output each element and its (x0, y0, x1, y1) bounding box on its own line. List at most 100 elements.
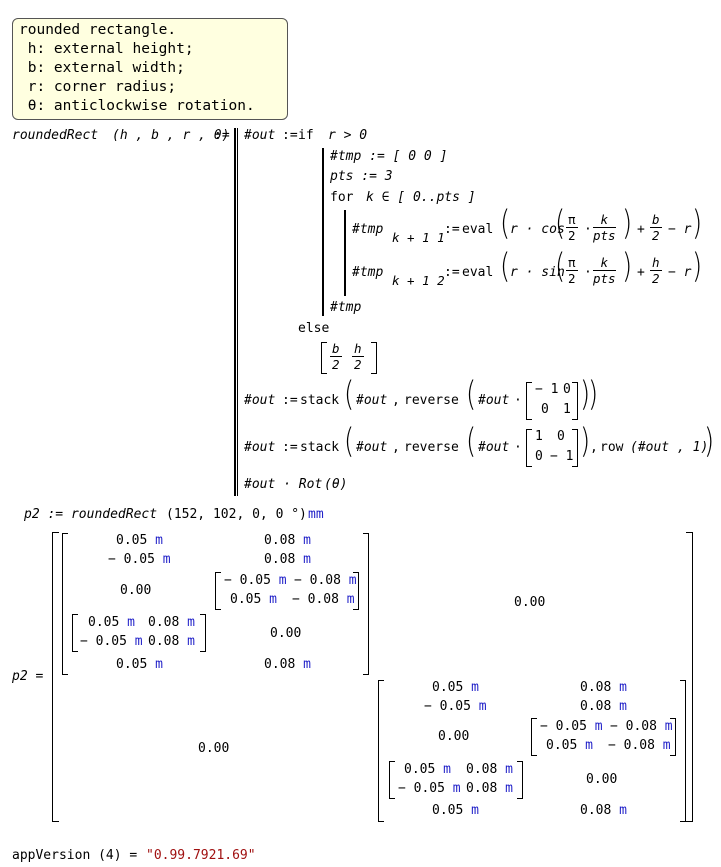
matrix-cell: − 0.05 m (540, 719, 603, 734)
out-var: #out (244, 440, 276, 455)
program-bar (234, 128, 236, 496)
matrix-cell: 0.08 m (580, 699, 627, 714)
matrix-cell: 0.08 m (148, 634, 195, 649)
matrix-cell: 0.08 m (148, 615, 195, 630)
result-lhs: p2 = (12, 669, 44, 684)
assign-op: := (444, 222, 460, 237)
matrix-cell: 0.05 m (404, 762, 451, 777)
bracket-left (526, 429, 532, 467)
matrix-cell: − 1 (535, 382, 559, 397)
call-args: (152, 102, 0, 0 °) (166, 507, 307, 522)
paren-open: ( (555, 204, 566, 244)
assign-op: := (282, 393, 298, 408)
return-tmp: #tmp (330, 300, 362, 315)
tmp-var: #tmp (352, 265, 384, 280)
bracket-right (371, 342, 377, 374)
comment-line: h: external height; (19, 41, 194, 57)
assign-op: := (282, 128, 298, 143)
rot-arg: (θ) (324, 477, 348, 492)
matrix-cell: 0.00 (438, 729, 470, 744)
matrix-cell: − 0.08 m (292, 592, 355, 607)
comma: , (392, 440, 400, 455)
matrix-cell: − 0.05 m (224, 573, 287, 588)
bracket-right (517, 761, 523, 799)
plus-op: + (637, 265, 645, 280)
stack-fn: stack (300, 393, 340, 408)
minus-r: − r (668, 222, 692, 237)
paren-close: ) (704, 422, 715, 462)
out-var: #out (356, 440, 388, 455)
matrix-cell: 0.05 m (116, 533, 163, 548)
function-name: roundedRect (12, 128, 99, 143)
block-bracket-left (378, 680, 384, 822)
matrix-cell: − 0.05 m (424, 699, 487, 714)
matrix-cell: 0 (535, 449, 543, 464)
matrix-cell: 0.00 (586, 772, 618, 787)
matrix-cell: 0.00 (514, 595, 546, 610)
paren-open: ( (344, 422, 355, 462)
matrix-cell: 0 (563, 382, 571, 397)
bracket-right (200, 614, 206, 652)
comma: , (590, 440, 598, 455)
unit-mm: mm (308, 507, 324, 522)
define-operator: := (214, 128, 230, 143)
else-keyword: else (298, 321, 330, 336)
comment-region[interactable]: rounded rectangle. h: external height; b… (12, 18, 288, 120)
matrix-cell: 0.08 m (264, 552, 311, 567)
paren-close: ) (692, 204, 703, 244)
block-bracket-left (62, 533, 68, 675)
if-keyword: if (298, 128, 314, 143)
matrix-cell: − 0.05 m (108, 552, 171, 567)
paren-close: ) (588, 375, 599, 415)
tmp-subscript: k + 1 1 (392, 230, 445, 245)
dot-op: · (584, 222, 592, 237)
eval-fn: eval (462, 265, 494, 280)
paren-close: ) (580, 422, 591, 462)
out-var: #out (478, 440, 510, 455)
bracket-right (353, 572, 359, 610)
bracket-left (215, 572, 221, 610)
matrix-cell: 0 (541, 402, 549, 417)
for-body-bar (344, 210, 346, 296)
version-string: "0.99.7921.69" (146, 848, 256, 863)
paren-close: ) (580, 375, 591, 415)
matrix-cell: 0.05 m (432, 803, 479, 818)
stack-fn: stack (300, 440, 340, 455)
reverse-fn: reverse (404, 393, 459, 408)
out-var: #out (478, 393, 510, 408)
function-params: (h , b , r , θ) (112, 128, 230, 143)
bracket-right (572, 429, 578, 467)
program-bar-inner (237, 128, 238, 496)
matrix-cell: − 0.08 m (610, 719, 673, 734)
paren-open: ( (344, 375, 355, 415)
paren-open: ( (500, 204, 511, 244)
paren-open: ( (466, 375, 477, 415)
plus-op: + (637, 222, 645, 237)
cos-expr: r · cos (510, 222, 565, 237)
out-var: #out (244, 393, 276, 408)
matrix-cell: 0.05 m (116, 657, 163, 672)
comment-line: rounded rectangle. (19, 22, 177, 38)
pts-assign: pts := 3 (330, 169, 393, 184)
out-var: #out (356, 393, 388, 408)
matrix-cell: 0.05 m (230, 592, 277, 607)
dot-op: · (514, 440, 522, 455)
matrix-cell: 0.00 (270, 626, 302, 641)
assign-op: := (444, 265, 460, 280)
bracket-left (72, 614, 78, 652)
for-keyword: for (330, 190, 354, 205)
out-var: #out (244, 128, 276, 143)
matrix-cell: 0.08 m (264, 657, 311, 672)
bracket-left (321, 342, 327, 374)
minus-r: − r (668, 265, 692, 280)
matrix-cell: − 0.08 m (294, 573, 357, 588)
matrix-cell: 0.08 m (264, 533, 311, 548)
matrix-cell: 0.05 m (432, 680, 479, 695)
dot-op: · (584, 265, 592, 280)
matrix-cell: 0.08 m (466, 762, 513, 777)
block-bracket-right (680, 680, 686, 822)
